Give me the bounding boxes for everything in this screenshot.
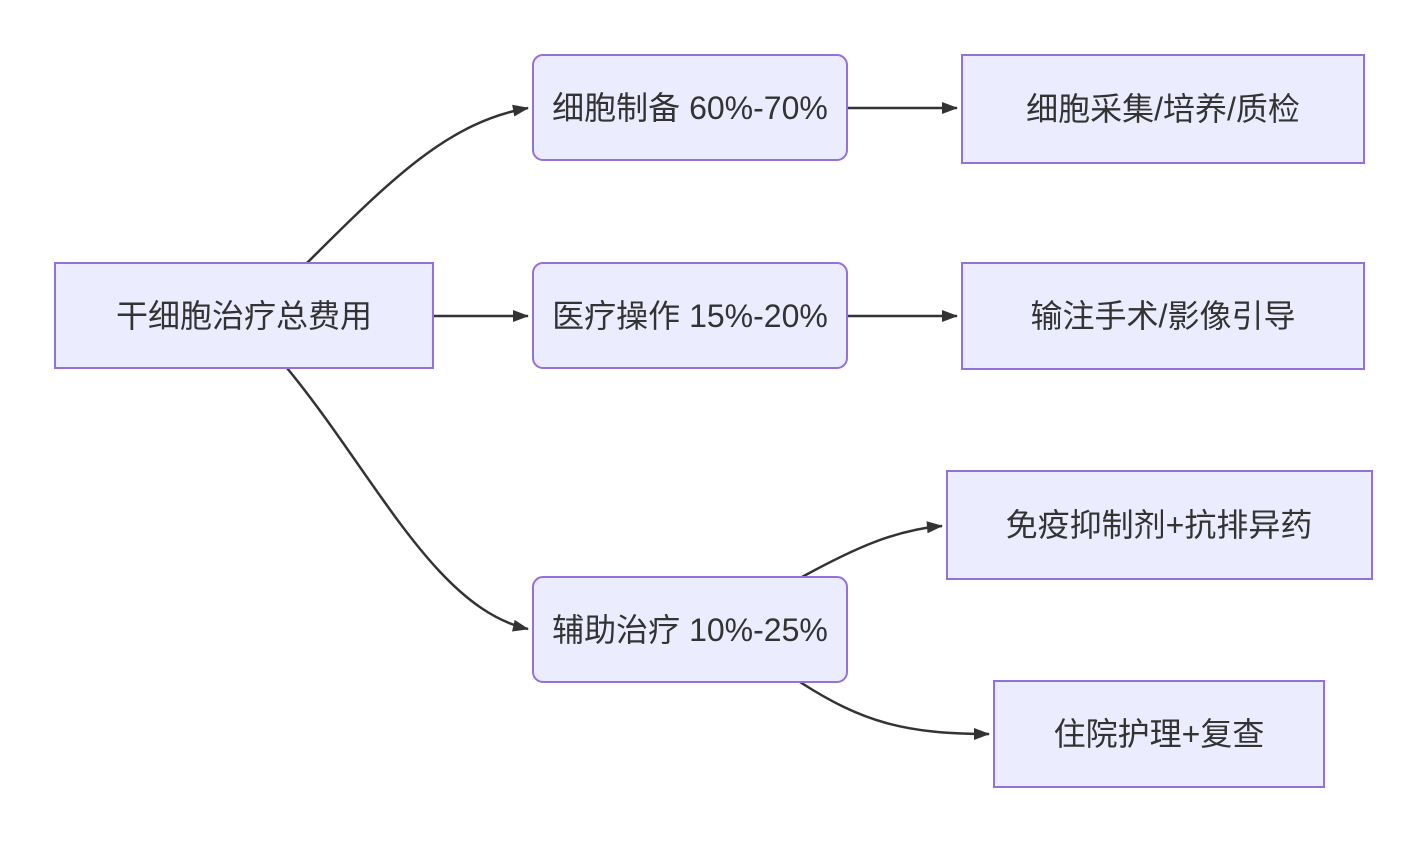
node-immunosuppressant-drugs-label: 免疫抑制剂+抗排异药 [1006, 507, 1313, 543]
node-total-cost-label: 干细胞治疗总费用 [116, 298, 372, 334]
node-total-cost: 干细胞治疗总费用 [54, 262, 434, 369]
node-infusion-imaging-label: 输注手术/影像引导 [1031, 298, 1296, 334]
node-hospitalization-followup: 住院护理+复查 [993, 680, 1325, 788]
node-immunosuppressant-drugs: 免疫抑制剂+抗排异药 [946, 470, 1373, 580]
node-infusion-imaging: 输注手术/影像引导 [961, 262, 1365, 370]
node-cell-collection-culture-qc: 细胞采集/培养/质检 [961, 54, 1365, 164]
edge-root-to-adjuvant-therapy [286, 367, 529, 632]
node-adjuvant-therapy: 辅助治疗 10%-25% [532, 576, 848, 683]
edge-adjuvant-to-immunosuppressant [801, 521, 943, 579]
node-hospitalization-followup-label: 住院护理+复查 [1054, 716, 1265, 752]
node-medical-operation-label: 医疗操作 15%-20% [552, 298, 828, 334]
node-adjuvant-therapy-label: 辅助治疗 10%-25% [552, 612, 828, 648]
edge-root-to-cell-preparation [306, 104, 529, 264]
node-cell-preparation-label: 细胞制备 60%-70% [552, 90, 828, 126]
node-cell-collection-culture-qc-label: 细胞采集/培养/质检 [1026, 91, 1300, 127]
edge-adjuvant-to-hospitalization [799, 680, 990, 740]
edges-layer [286, 102, 990, 740]
node-medical-operation: 医疗操作 15%-20% [532, 262, 848, 369]
node-cell-preparation: 细胞制备 60%-70% [532, 54, 848, 161]
nodes-layer: 干细胞治疗总费用 细胞制备 60%-70% 医疗操作 15%-20% 辅助治疗 … [54, 54, 1373, 788]
